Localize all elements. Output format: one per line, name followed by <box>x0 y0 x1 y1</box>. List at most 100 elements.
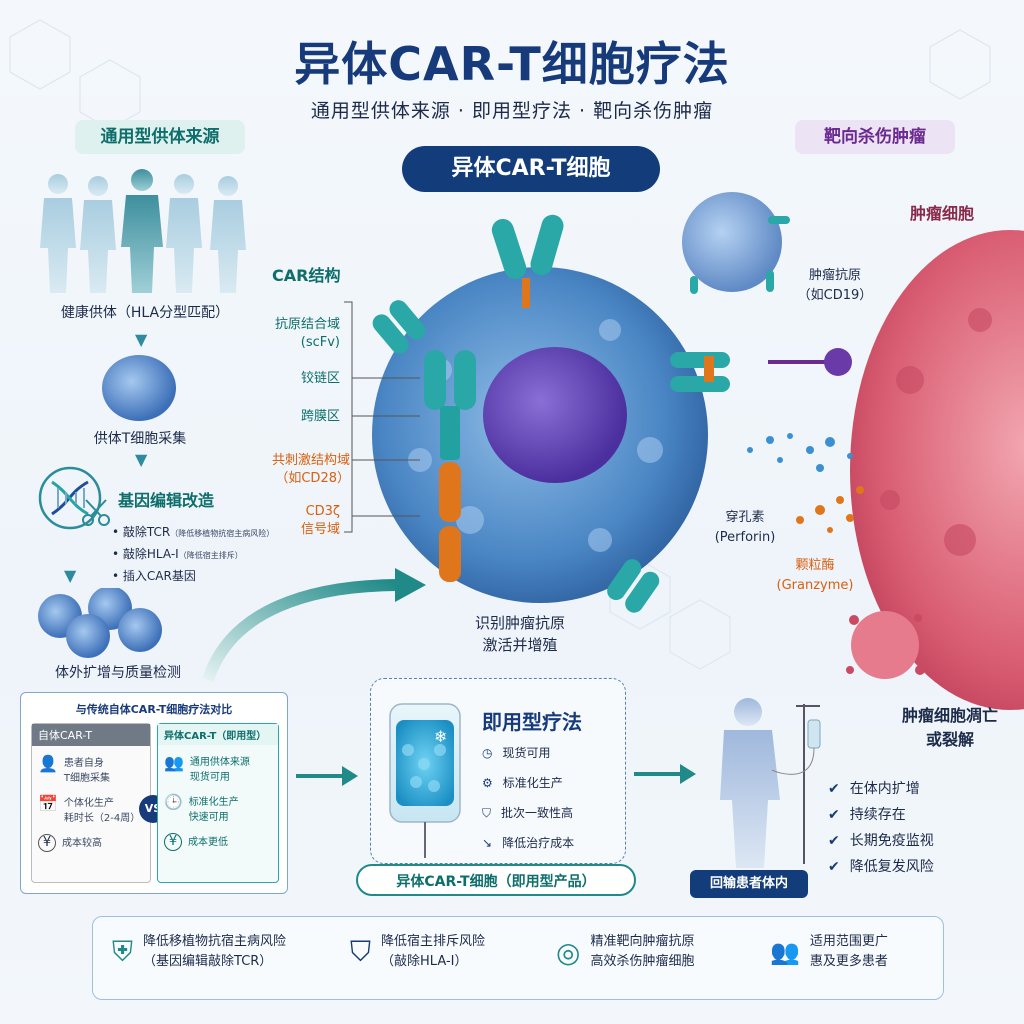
allo-item: 🕒标准化生产 快速可用 <box>164 793 239 823</box>
granzyme-text: 颗粒酶 <box>795 558 835 573</box>
gene-edit-title: 基因编辑改造 <box>118 491 215 510</box>
patient-label: 回输患者体内 <box>690 870 808 898</box>
benefit-line: 适用范围更广 <box>809 934 888 949</box>
shield-check-icon: ⛨ <box>112 935 134 968</box>
tumor-cell-label: 肿瘤细胞 <box>910 204 975 223</box>
yen-icon: ¥ <box>38 834 56 852</box>
universal-donor-pill: 通用型供体来源 <box>75 120 245 154</box>
car-part-label: 抗原结合域 <box>274 317 340 332</box>
product-pill: 异体CAR-T细胞（即用型产品） <box>356 864 636 896</box>
car-part-label: CD3ζ <box>305 504 340 519</box>
patient-figure <box>720 698 821 868</box>
car-part-sub: （如CD28） <box>275 471 350 486</box>
down-arrow-1: ▼ <box>135 330 148 349</box>
arrow-to-patient <box>634 764 696 784</box>
auto-cart-column: 自体CAR-T 👤患者自身 T细胞采集 📅个体化生产 耗时长（2-4周） ¥成本… <box>31 723 151 883</box>
car-part-costim: 共刺激结构域 （如CD28） <box>230 452 350 488</box>
car-part-hinge: 铰链区 <box>240 370 340 388</box>
list-item: ✔在体内扩增 <box>828 781 920 797</box>
perforin-en: (Perforin) <box>714 530 776 545</box>
list-item: • 敲除TCR（降低移植物抗宿主病风险） <box>112 525 275 539</box>
dying-tumor-fragment <box>846 611 925 679</box>
check-icon: ✔ <box>828 781 840 797</box>
car-part-label: 跨膜区 <box>300 409 340 424</box>
dna-icon <box>38 466 102 530</box>
iv-bag-icon: ❄ <box>389 703 461 858</box>
antigen-binding <box>768 348 852 376</box>
list-item: • 敲除HLA-I（降低宿主排斥） <box>112 547 243 561</box>
down-arrow-3: ▼ <box>64 566 77 585</box>
benefits-strip <box>92 916 944 1000</box>
gear-icon: ⚙ <box>482 776 493 790</box>
t-cell-collected <box>102 355 176 421</box>
shield-check-icon: ⛉ <box>482 806 492 820</box>
yen-icon: ¥ <box>164 833 182 851</box>
car-part-label: 铰链区 <box>300 371 340 386</box>
perforin-label: 穿孔素 (Perforin) <box>700 508 790 548</box>
page-subtitle: 通用型供体来源 · 即用型疗法 · 靶向杀伤肿瘤 <box>310 100 714 122</box>
car-t-cell <box>372 214 730 613</box>
gene-edit-list: • 敲除TCR（降低移植物抗宿主病风险） • 敲除HLA-I（降低宿主排斥） •… <box>112 522 312 587</box>
tumor-death-line: 或裂解 <box>925 730 974 749</box>
comparison-title: 与传统自体CAR-T细胞疗法对比 <box>75 703 233 716</box>
car-bracket-lines <box>344 301 420 533</box>
arrow-to-product <box>296 766 358 786</box>
allo-item: ¥成本更低 <box>158 827 278 857</box>
allo-cart-column: 异体CAR-T（即用型） 👥通用供体来源 现货可用 🕒标准化生产 快速可用 ¥成… <box>157 723 279 883</box>
expanded-cells <box>38 588 162 658</box>
check-icon: ✔ <box>828 833 840 849</box>
calendar-icon: 📅 <box>38 794 58 813</box>
shield-icon: ⛉ <box>350 935 372 968</box>
benefit-line: 高效杀伤肿瘤细胞 <box>590 954 695 969</box>
activation-line: 识别肿瘤抗原 <box>474 614 565 632</box>
tumor-death-label: 肿瘤细胞凋亡 或裂解 <box>880 704 1020 752</box>
auto-cart-title: 自体CAR-T <box>32 724 150 746</box>
tumor-cell <box>850 230 1024 710</box>
small-t-cell <box>682 192 790 294</box>
allo-item: 👥通用供体来源 现货可用 <box>164 753 250 783</box>
auto-item: 👤患者自身 T细胞采集 <box>38 754 111 784</box>
car-part-scfv: 抗原结合域 (scFv) <box>240 316 340 352</box>
benefit-line: 降低宿主排斥风险 <box>381 934 486 949</box>
check-icon: ✔ <box>828 807 840 823</box>
benefit-item: ⛉ 降低宿主排斥风险 （敲除HLA-I） <box>350 932 485 972</box>
clock-icon: 🕒 <box>164 793 183 811</box>
page-title: 异体CAR-T细胞疗法 <box>294 37 730 91</box>
benefit-line: 精准靶向肿瘤抗原 <box>590 934 695 949</box>
perforin-text: 穿孔素 <box>725 510 765 525</box>
benefit-line: 惠及更多患者 <box>809 954 888 969</box>
tumor-death-line: 肿瘤细胞凋亡 <box>901 706 998 725</box>
down-trend-icon: ↘ <box>482 836 493 850</box>
check-icon: ✔ <box>828 859 840 875</box>
car-structure-title: CAR结构 <box>272 266 341 285</box>
scissors-icon <box>82 499 110 526</box>
auto-item: 📅个体化生产 耗时长（2-4周） <box>38 794 141 824</box>
patient-icon: 👤 <box>38 754 58 773</box>
target-tumor-pill: 靶向杀伤肿瘤 <box>795 120 955 154</box>
svg-text:❄: ❄ <box>434 727 447 746</box>
car-part-sub: 信号域 <box>300 522 340 537</box>
list-item: ⛉批次一致性高 <box>482 806 574 820</box>
benefit-line: （敲除HLA-I） <box>381 954 468 969</box>
tumor-antigen-label: 肿瘤抗原 （如CD19） <box>780 266 890 306</box>
car-part-tm: 跨膜区 <box>240 408 340 426</box>
granzyme-en: (Granzyme) <box>776 578 854 593</box>
list-item: ✔长期免疫监视 <box>828 833 934 849</box>
list-item: ↘降低治疗成本 <box>482 836 575 850</box>
auto-item: ¥成本较高 <box>32 828 150 858</box>
tumor-antigen-text: 肿瘤抗原 <box>808 268 861 283</box>
comparison-panel: 与传统自体CAR-T细胞疗法对比 自体CAR-T 👤患者自身 T细胞采集 📅个体… <box>20 692 288 894</box>
donor-label: 健康供体（HLA分型匹配） <box>60 305 230 321</box>
list-item: ⚙标准化生产 <box>482 776 563 790</box>
collect-label: 供体T细胞采集 <box>93 431 187 447</box>
donor-figures <box>40 169 246 293</box>
benefit-item: ⛨ 降低移植物抗宿主病风险（基因编辑敲除TCR） <box>112 932 286 972</box>
ready-title: 即用型疗法 <box>482 710 582 734</box>
patient-outcomes: ✔在体内扩增 ✔持续存在 ✔长期免疫监视 ✔降低复发风险 <box>828 776 998 880</box>
tumor-antigen-example: （如CD19） <box>797 288 873 303</box>
ready-list: ◷现货可用 ⚙标准化生产 ⛉批次一致性高 ↘降低治疗成本 <box>482 738 622 858</box>
benefit-item: 👥 适用范围更广惠及更多患者 <box>770 932 888 972</box>
car-part-cd3z: CD3ζ 信号域 <box>240 503 340 539</box>
clock-icon: ◷ <box>482 746 493 760</box>
down-arrow-2: ▼ <box>135 450 148 469</box>
